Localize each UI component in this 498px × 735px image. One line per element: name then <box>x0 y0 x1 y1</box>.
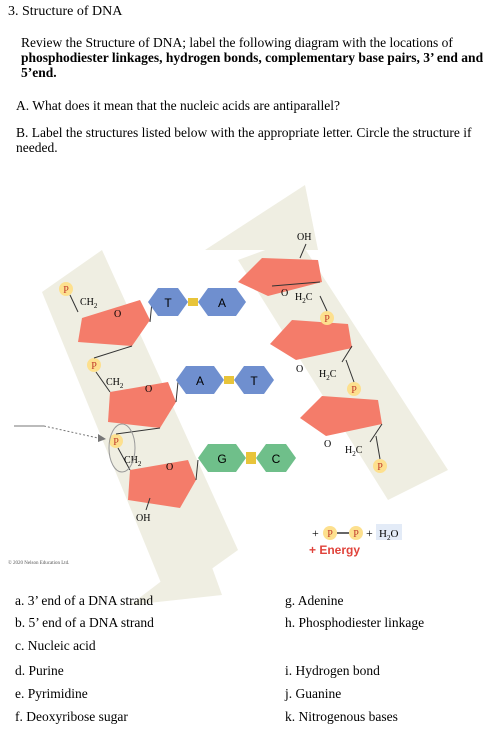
sugar-right-2 <box>270 320 352 360</box>
base-label-a2: A <box>196 374 204 388</box>
label-c: c. Nucleic acid <box>15 638 96 653</box>
water-box <box>376 524 402 540</box>
base-label-g3: G <box>217 452 226 466</box>
svg-text:P: P <box>351 385 357 396</box>
ch2-label-3: CH2 <box>124 455 142 468</box>
base-thymine-row1 <box>148 288 188 316</box>
circled-phosphodiester-linkage <box>108 423 136 473</box>
oxygen-label-2: O <box>145 384 152 395</box>
label-g: g. Adenine <box>285 593 344 608</box>
h2c-label-1: H2C <box>295 292 313 305</box>
page-title: 3. Structure of DNA <box>8 4 123 19</box>
right-backbone <box>238 238 448 500</box>
hydrogen-bond-row3 <box>246 452 256 464</box>
label-d: d. Purine <box>15 663 64 678</box>
base-thymine-row2 <box>234 366 274 394</box>
energy-label: + Energy <box>309 543 360 557</box>
phosphate-right-3: P <box>373 459 387 473</box>
phosphate-left-1: P <box>59 282 73 296</box>
base-label-c3: C <box>272 452 281 466</box>
label-i: i. Hydrogen bond <box>285 663 380 678</box>
right-backbone-arrowhead <box>205 185 318 250</box>
oxygen-label-6: O <box>324 439 331 450</box>
left-backbone-arrowhead <box>130 548 222 605</box>
base-label-a1: A <box>218 296 226 310</box>
instructions: Review the Structure of DNA; label the f… <box>21 35 491 80</box>
reaction-plus-2: + <box>366 526 373 540</box>
label-b: b. 5’ end of a DNA strand <box>15 615 154 630</box>
phosphate-left-3: P <box>109 434 123 448</box>
label-j: j. Guanine <box>285 686 342 701</box>
svg-text:P: P <box>113 437 119 448</box>
sugar-left-2 <box>108 382 176 428</box>
sugar-left-3 <box>128 460 196 508</box>
label-e: e. Pyrimidine <box>15 686 88 701</box>
oxygen-label-4: O <box>281 288 288 299</box>
label-h: h. Phosphodiester linkage <box>285 615 425 630</box>
phosphate-left-2: P <box>87 358 101 372</box>
oxygen-label-1: O <box>114 309 121 320</box>
label-f: f. Deoxyribose sugar <box>15 709 128 724</box>
question-b: B. Label the structures listed below wit… <box>16 125 472 155</box>
backbone-lines <box>69 294 381 471</box>
ch2-label-1: CH2 <box>80 297 98 310</box>
oh-label-bottom: OH <box>136 513 150 524</box>
reaction-phosphate-2: P <box>349 526 363 540</box>
svg-text:P: P <box>377 462 383 473</box>
phosphate-right-2: P <box>347 382 361 396</box>
sugar-right-1 <box>238 258 322 296</box>
base-guanine-row3 <box>198 444 246 472</box>
h2c-label-2: H2C <box>319 369 337 382</box>
label-a: a. 3’ end of a DNA strand <box>15 593 154 608</box>
oh-bond-top <box>299 243 307 259</box>
base-cytosine-row3 <box>256 444 296 472</box>
instructions-terms: phosphodiester linkages, hydrogen bonds,… <box>21 50 484 80</box>
bond-line-1 <box>149 281 383 481</box>
reaction-plus-1: + <box>312 526 319 540</box>
base-adenine-row1 <box>198 288 246 316</box>
ch2-label-2: CH2 <box>106 377 124 390</box>
oh-label-top: OH <box>297 232 311 243</box>
reaction-phosphate-1: P <box>323 526 337 540</box>
sugar-left-1 <box>78 300 150 346</box>
label-k: k. Nitrogenous bases <box>285 709 398 724</box>
base-adenine-row2 <box>176 366 224 394</box>
pointer-dashed-line <box>43 425 99 439</box>
svg-text:P: P <box>63 285 69 296</box>
instructions-lead: Review the Structure of DNA; label the f… <box>21 35 453 50</box>
h2c-label-3: H2C <box>345 445 363 458</box>
phosphate-right-1: P <box>320 311 334 325</box>
pointer-arrowhead <box>98 434 106 442</box>
hydrogen-bond-row2 <box>224 376 234 384</box>
base-label-t2: T <box>250 374 258 388</box>
oxygen-label-5: O <box>296 364 303 375</box>
svg-text:P: P <box>324 314 330 325</box>
svg-text:P: P <box>327 529 333 540</box>
base-label-t1: T <box>164 296 172 310</box>
oh-bond-bottom <box>145 497 151 511</box>
question-a: A. What does it mean that the nucleic ac… <box>16 98 340 113</box>
hydrogen-bond-row1 <box>188 298 198 306</box>
svg-text:P: P <box>91 361 97 372</box>
sugar-right-3 <box>300 396 382 436</box>
oxygen-label-3: O <box>166 462 173 473</box>
copyright-notice: © 2020 Nelson Education Ltd. <box>8 561 70 566</box>
svg-text:P: P <box>353 529 359 540</box>
water-label: H2O <box>379 528 398 542</box>
